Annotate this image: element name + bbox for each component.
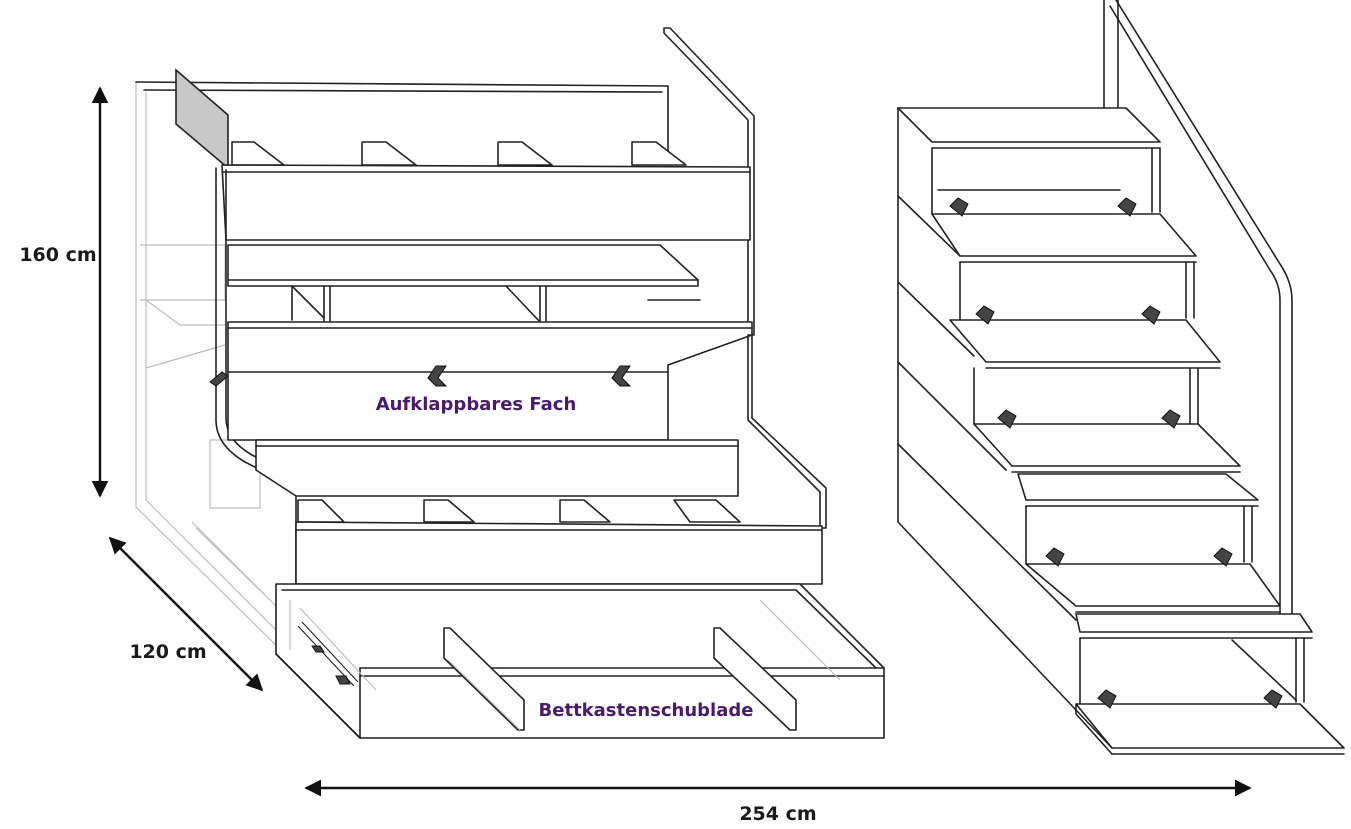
dimension-width: 254 cm	[304, 779, 1252, 825]
headboard-panel	[175, 68, 229, 170]
flap-compartment-label: Aufklappbares Fach	[376, 394, 577, 415]
slats-bottom	[297, 499, 741, 523]
staircase	[897, 0, 1345, 755]
bed-drawer	[275, 583, 885, 739]
width-label: 254 cm	[739, 803, 816, 825]
flap-hinges	[209, 365, 632, 387]
dimension-height: 160 cm	[19, 86, 109, 498]
slats-top	[231, 141, 687, 166]
loft-bed	[135, 27, 885, 739]
depth-label: 120 cm	[129, 641, 206, 663]
drawer-label: Bettkastenschublade	[539, 700, 754, 721]
dimension-depth: 120 cm	[108, 536, 264, 692]
height-label: 160 cm	[19, 244, 96, 266]
